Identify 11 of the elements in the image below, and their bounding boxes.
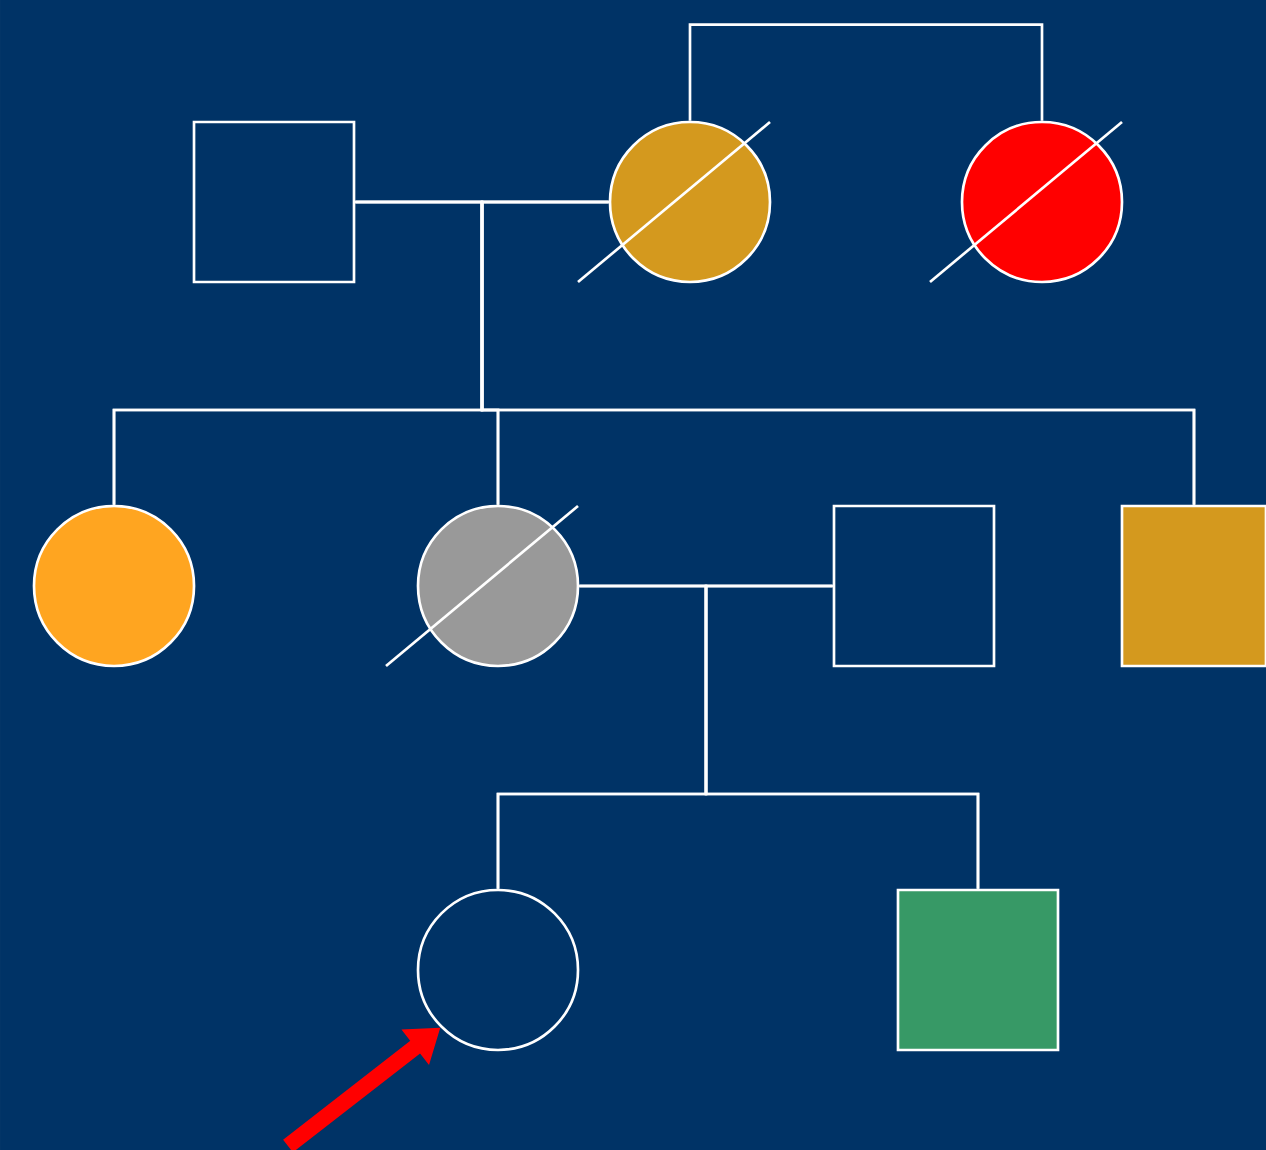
pedigree-square (896, 888, 1060, 1052)
pedigree-square (832, 504, 996, 668)
pedigree-circle (608, 120, 772, 284)
sibling-line (688, 23, 1044, 121)
descent-line (704, 584, 980, 889)
pedigree-circle (416, 504, 580, 668)
pedigree-circle (32, 504, 196, 668)
pedigree-circle (416, 888, 580, 1052)
pedigree-square (1120, 504, 1266, 668)
pedigree-square (192, 120, 356, 284)
pedigree-circle (960, 120, 1124, 284)
